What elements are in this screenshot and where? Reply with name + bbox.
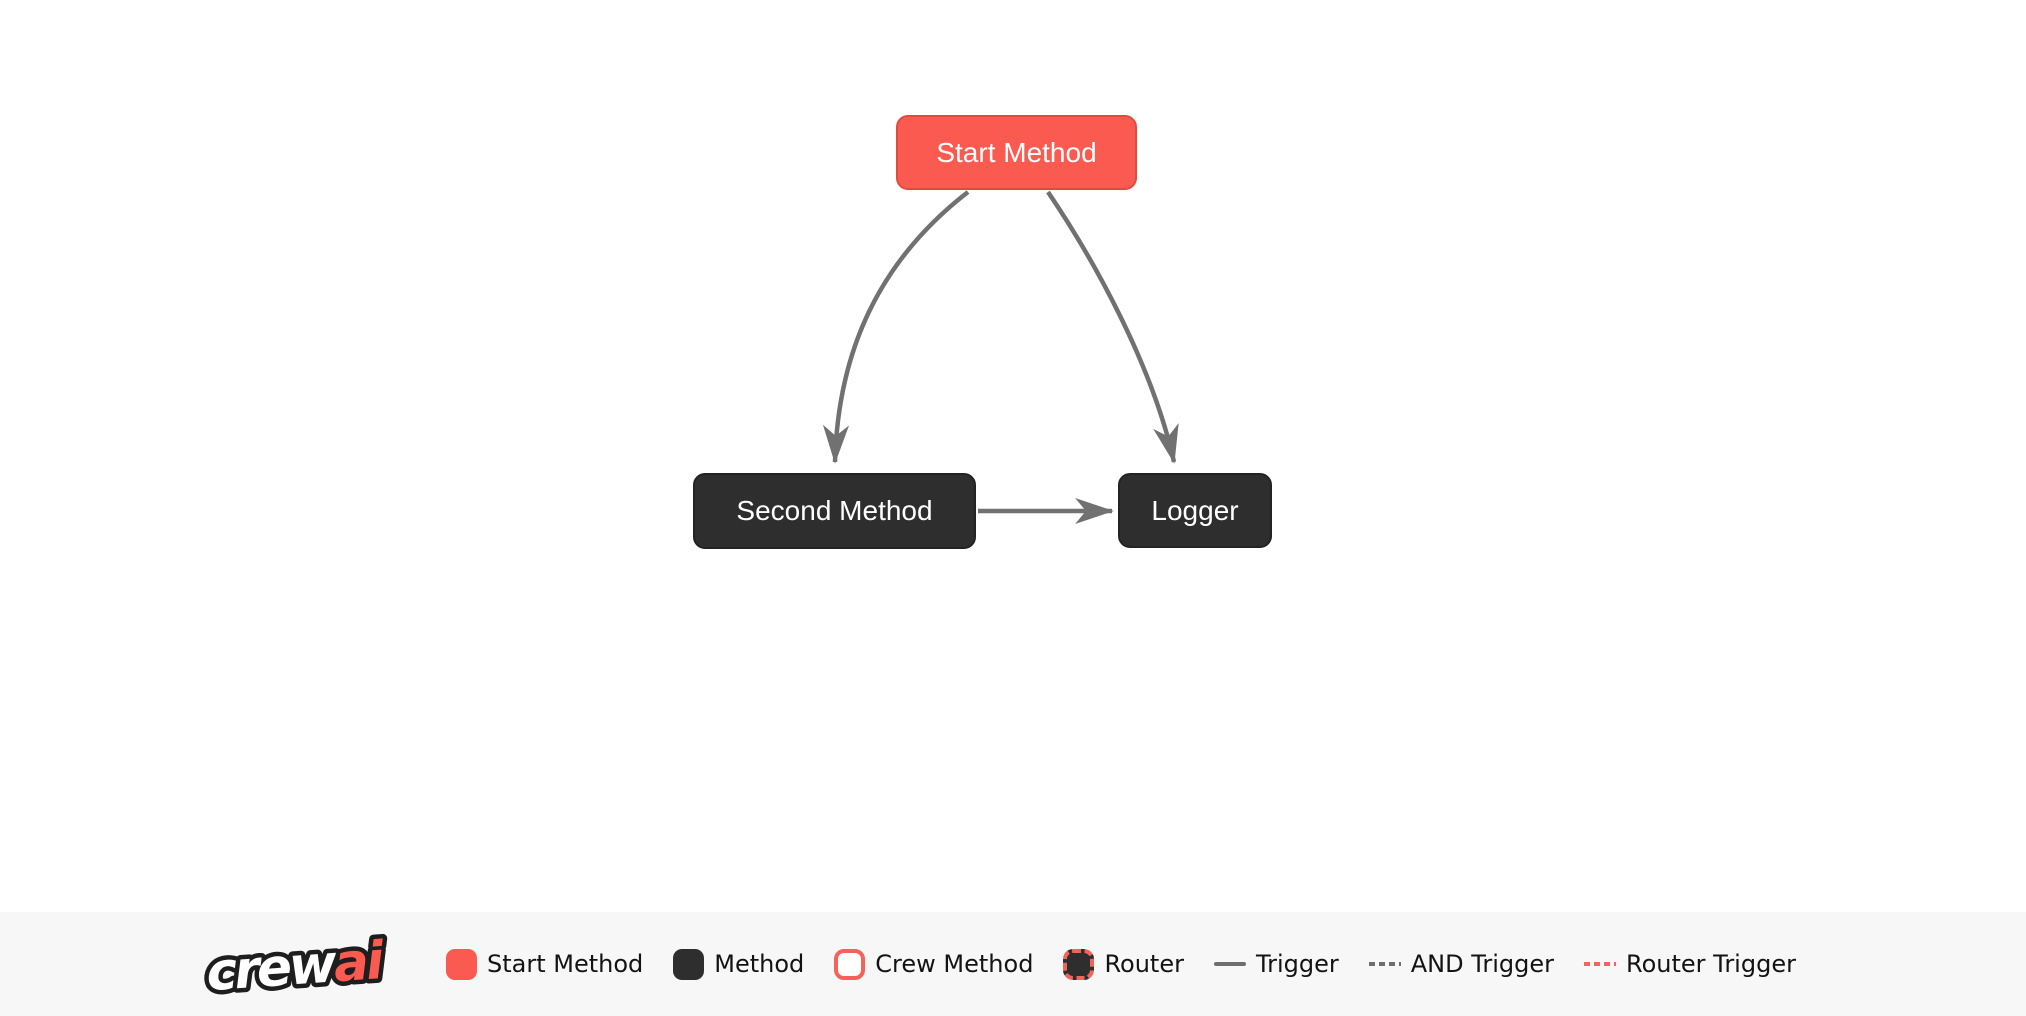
legend-item-crew-method: Crew Method	[834, 948, 1034, 980]
edge-start-to-logger	[1046, 190, 1179, 464]
legend-item-and-trigger: AND Trigger	[1368, 950, 1555, 978]
flow-canvas[interactable]: Start Method Second Method Logger	[0, 0, 2026, 912]
node-second-method[interactable]: Second Method	[693, 473, 976, 549]
legend-label: Start Method	[487, 950, 644, 978]
legend-label: Method	[714, 950, 805, 978]
legend: Start Method Method Crew Method Router T…	[446, 948, 1796, 980]
and-trigger-line-swatch	[1368, 962, 1401, 966]
legend-item-start-method: Start Method	[446, 948, 644, 980]
legend-label: AND Trigger	[1410, 950, 1555, 978]
legend-footer: crewai Start Method Method Crew Method R…	[0, 912, 2026, 1016]
node-logger[interactable]: Logger	[1118, 473, 1272, 548]
legend-item-method: Method	[673, 948, 805, 980]
legend-label: Router Trigger	[1626, 950, 1796, 978]
trigger-line-swatch	[1213, 962, 1246, 966]
logo-text-crew: crew	[204, 934, 340, 1003]
crewai-logo: crewai	[202, 926, 391, 1007]
edge-start-to-second	[822, 190, 970, 464]
node-start-method[interactable]: Start Method	[896, 115, 1137, 190]
legend-label: Crew Method	[875, 950, 1034, 978]
method-swatch	[673, 948, 705, 980]
start-method-swatch	[446, 948, 477, 980]
legend-label: Router	[1104, 950, 1184, 978]
crew-method-swatch	[834, 948, 866, 980]
edges-layer	[822, 190, 1179, 525]
logo-text-ai: ai	[332, 931, 387, 994]
svg-text:crewai: crewai	[204, 931, 387, 1003]
legend-item-router: Router	[1063, 948, 1184, 980]
legend-item-trigger: Trigger	[1213, 950, 1339, 978]
router-trigger-line-swatch	[1584, 962, 1617, 966]
router-swatch	[1063, 948, 1095, 980]
legend-item-router-trigger: Router Trigger	[1584, 950, 1796, 978]
legend-label: Trigger	[1255, 950, 1339, 978]
